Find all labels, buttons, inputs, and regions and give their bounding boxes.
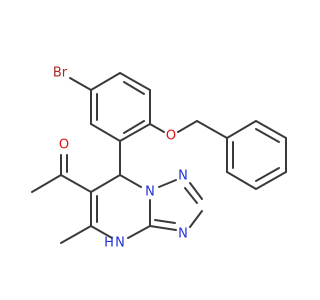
bond: [31, 174, 62, 193]
ketone-oxygen-atom: O: [59, 138, 69, 153]
bond: [149, 225, 177, 231]
bond: [196, 120, 228, 139]
bond: [189, 210, 203, 228]
molecule-diagram: Br O O: [31, 66, 287, 251]
structure-canvas: Br O O: [31, 66, 287, 251]
bond: [127, 225, 151, 239]
bond: [69, 77, 92, 91]
bond: [90, 123, 121, 142]
bond: [90, 174, 121, 193]
bond: [123, 120, 145, 134]
bond: [149, 123, 165, 133]
bond: [189, 182, 203, 200]
dihydropyrimidine-ring: [90, 174, 151, 239]
bromine-atom: Br: [53, 66, 68, 81]
bond: [119, 174, 142, 188]
bond: [158, 179, 177, 188]
bond: [226, 120, 257, 139]
bond: [119, 72, 151, 91]
amine-hydrogen-atom: H: [104, 236, 114, 251]
bond: [184, 187, 198, 204]
bond: [90, 72, 121, 91]
bond: [60, 174, 92, 193]
bond: [123, 81, 145, 95]
bond: [119, 123, 151, 142]
bond: [255, 167, 280, 182]
bond: [255, 120, 287, 139]
triazole-nitrogen-atom: N: [178, 227, 188, 242]
bridgehead-nitrogen-atom: N: [145, 185, 155, 200]
bond: [60, 225, 92, 244]
bond: [90, 225, 113, 239]
bond: [255, 128, 280, 143]
triazole-nitrogen-atom: N: [178, 169, 188, 184]
triazole-ring: [149, 179, 203, 231]
amine-nitrogen-atom: N: [115, 236, 125, 251]
bond: [154, 219, 176, 224]
ether-oxygen-atom: O: [166, 129, 176, 144]
bond: [177, 120, 198, 133]
bond: [226, 171, 257, 190]
bond: [255, 171, 287, 190]
benzyl-phenyl-ring: [226, 120, 287, 190]
bromophenyl-ring: [90, 72, 151, 142]
